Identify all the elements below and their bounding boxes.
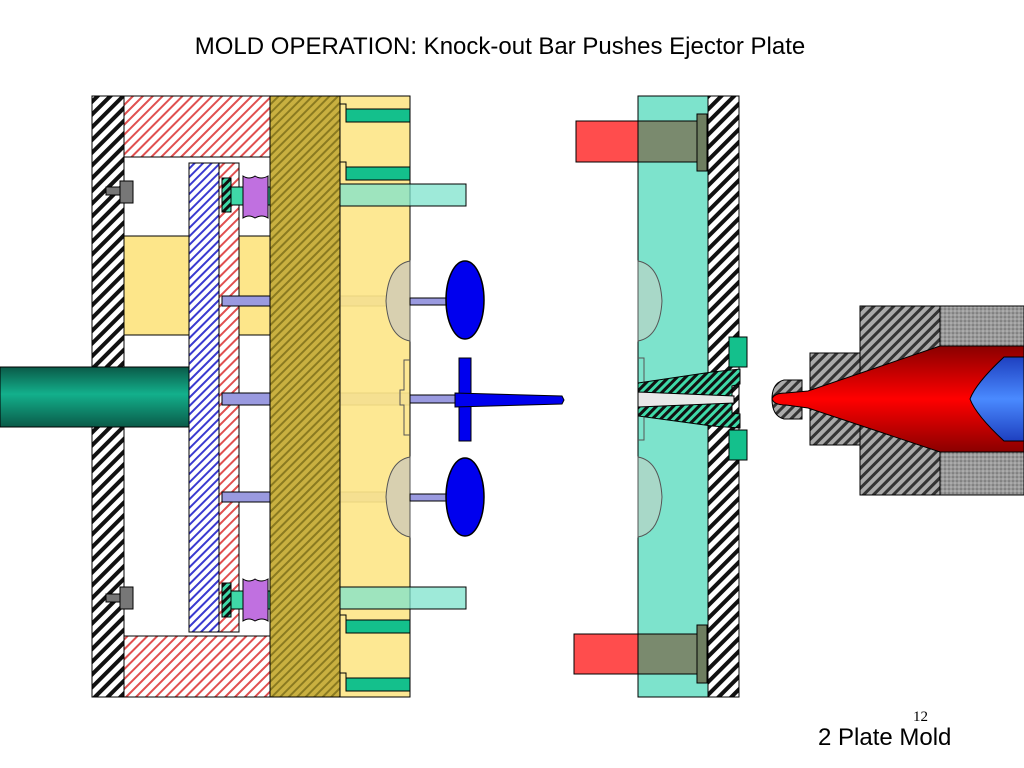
bushing-bottom-1 [340, 614, 411, 634]
page-number: 12 [913, 709, 928, 725]
sprue [454, 392, 565, 408]
stop-pin-top [105, 186, 121, 196]
molded-part-top [445, 260, 485, 340]
pin-stub-3 [409, 493, 449, 502]
locating-ring-top [728, 336, 748, 368]
sprue-channel [637, 391, 735, 408]
locating-insert-top-flange [696, 113, 708, 172]
bushing-bottom-2 [340, 672, 411, 692]
melt-channel [771, 345, 1024, 453]
screw-tip [969, 356, 1024, 442]
support-block-bottom [123, 635, 271, 698]
core-top [385, 260, 411, 342]
molded-part-bottom [445, 457, 485, 537]
pin-stub-2 [409, 394, 456, 404]
cavity-bottom [637, 456, 663, 538]
stop-pin-top-head [119, 180, 134, 204]
cavity-top [637, 260, 663, 342]
support-block-top [123, 95, 271, 158]
locating-block-bottom-left [573, 633, 639, 675]
guide-pin-bottom [339, 586, 467, 610]
bushing-top-2 [340, 161, 411, 181]
support-plate [269, 95, 341, 698]
pin-stub-1 [409, 297, 449, 306]
knockout-bar [0, 366, 192, 428]
stop-pin-bottom-head [119, 586, 134, 610]
bushing-top-1 [340, 103, 411, 123]
locating-insert-bottom-flange [696, 624, 708, 684]
spring-top [242, 175, 269, 219]
locating-insert-bottom [637, 633, 698, 675]
locating-block-top-left [575, 120, 639, 163]
runner-recess [399, 359, 410, 436]
stop-pin-bottom [105, 593, 121, 603]
locating-insert-top [637, 120, 698, 163]
return-pin-bottom-head [221, 582, 232, 618]
locating-ring-bottom [728, 429, 748, 461]
slide-title: MOLD OPERATION: Knock-out Bar Pushes Eje… [194, 33, 806, 60]
return-pin-top-head [221, 177, 232, 213]
ejector-plate [188, 162, 220, 633]
caption: 2 Plate Mold [818, 724, 952, 751]
spring-bottom [242, 578, 269, 622]
core-bottom [385, 456, 411, 538]
guide-pin-top [339, 183, 467, 207]
